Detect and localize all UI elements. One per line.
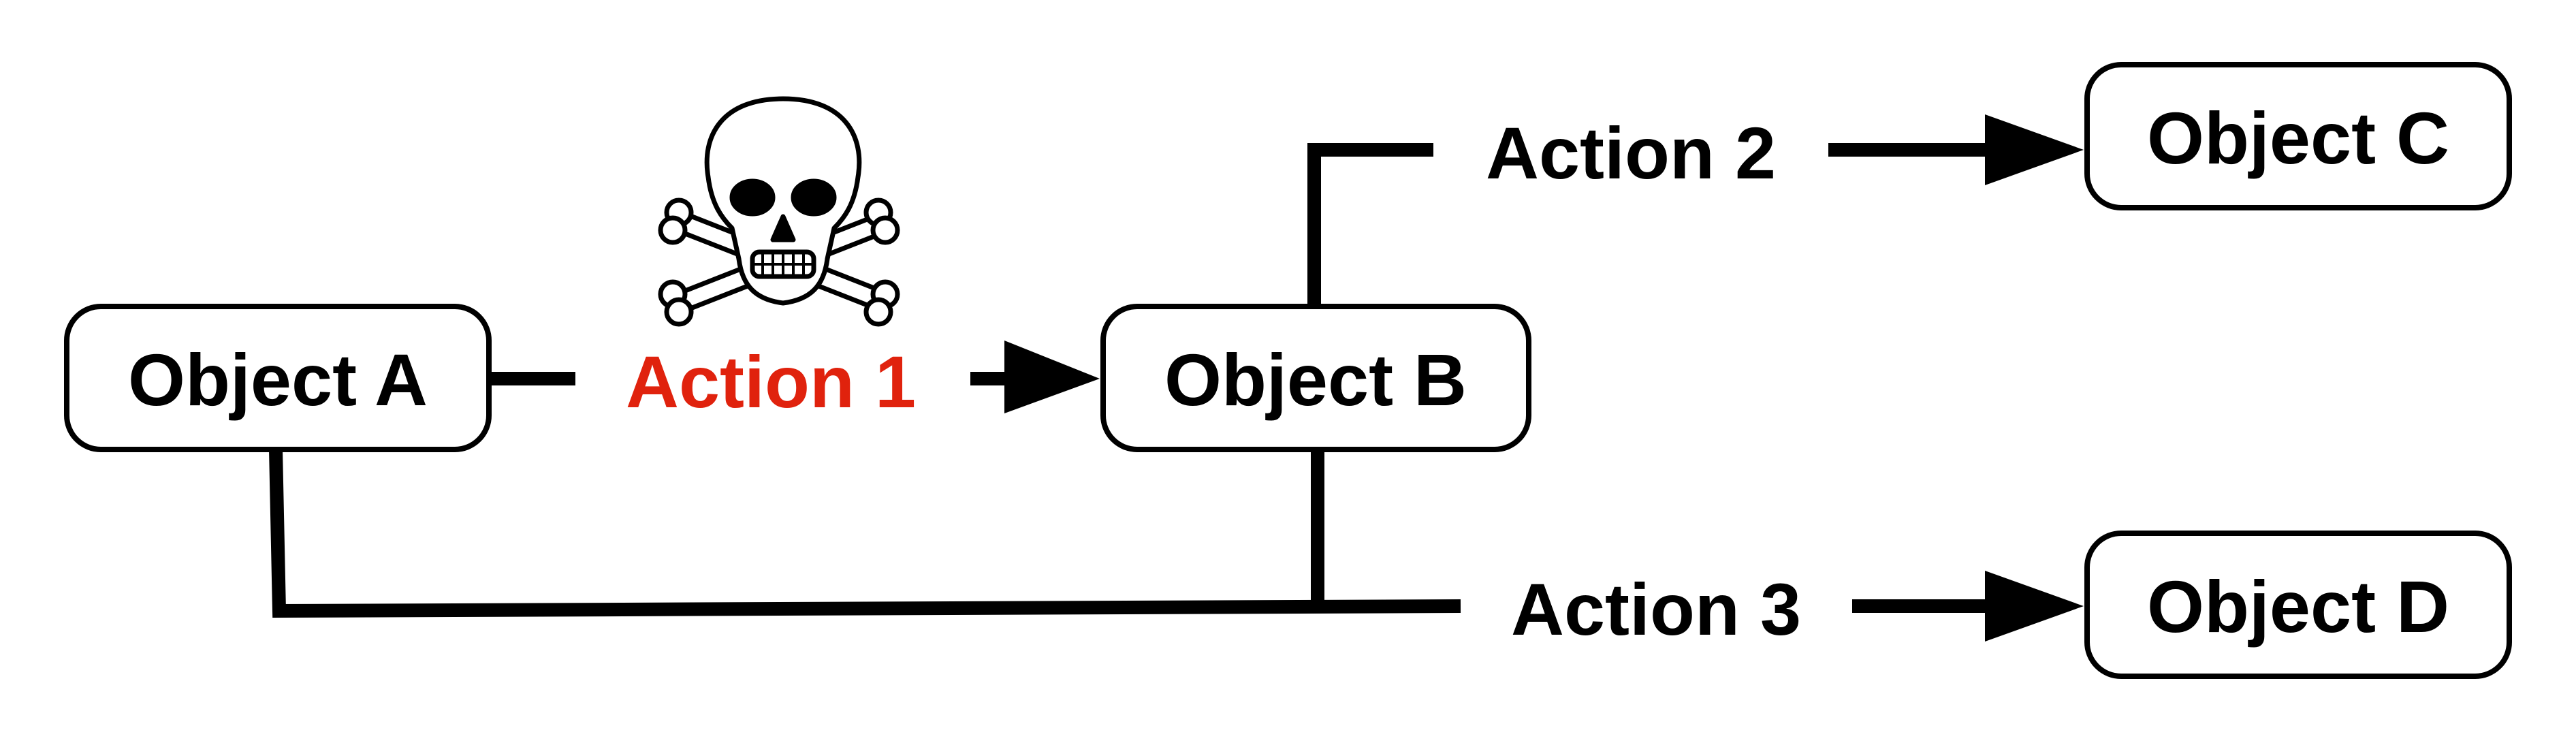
arrowhead-to-b [1004, 341, 1100, 413]
node-label: Object A [128, 338, 428, 421]
node-object-c: Object C [2084, 62, 2512, 210]
node-label: Object B [1164, 338, 1467, 421]
node-object-a: Object A [64, 304, 492, 452]
node-object-b: Object B [1100, 304, 1531, 452]
skull-eye [791, 178, 837, 217]
node-label: Object C [2147, 97, 2449, 179]
node-box [2084, 62, 2512, 210]
connector-b-to-action2 [1307, 143, 1433, 308]
arrowhead-to-d [1985, 571, 2084, 642]
skull [704, 96, 862, 306]
action-2-label: Action 2 [1486, 112, 1776, 194]
node-box [64, 304, 492, 452]
teeth-lines [751, 252, 815, 276]
skull-eye [729, 178, 776, 217]
connectors [269, 143, 2005, 618]
skull-and-crossbones-icon [658, 96, 900, 327]
skull-nose [770, 214, 796, 242]
action-3-label: Action 3 [1511, 568, 1801, 650]
node-label: Object D [2147, 565, 2449, 648]
arrowhead-to-c [1985, 114, 2084, 185]
arrowheads [1004, 114, 2084, 642]
node-object-d: Object D [2084, 531, 2512, 679]
node-box [1100, 304, 1531, 452]
action-1-label: Action 1 [626, 341, 916, 423]
connector-a-to-action3 [269, 449, 1461, 618]
node-box [2084, 531, 2512, 679]
